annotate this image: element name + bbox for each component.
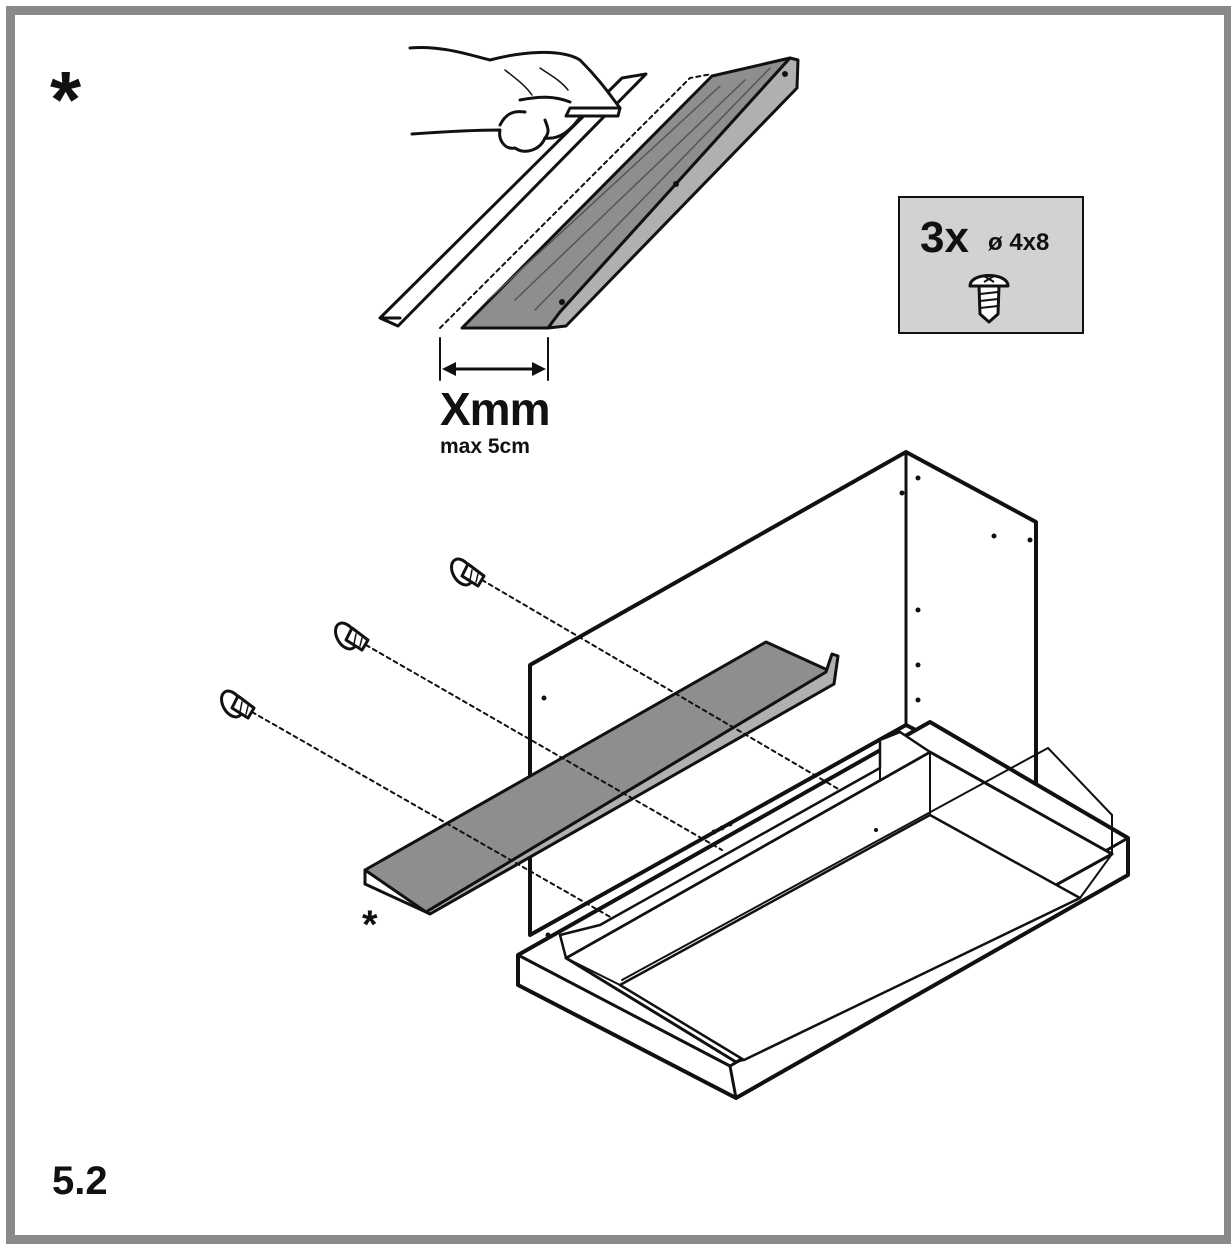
bracket-marker: * [362, 903, 378, 947]
screw-2 [334, 621, 370, 652]
dimension-limit: max 5cm [440, 435, 530, 458]
screw-size: ø 4x8 [988, 229, 1050, 256]
screw-1 [450, 557, 486, 588]
cut-line [439, 73, 713, 329]
step-number: 5.2 [52, 1159, 108, 1203]
screw-3 [220, 689, 256, 720]
cut-detail-marker: * [50, 55, 82, 144]
screw-quantity: 3x [920, 213, 969, 262]
dimension-label: Xmm [440, 383, 550, 435]
screw-paths [251, 579, 841, 919]
bracket-top-flange [546, 56, 800, 330]
hand-with-knife [408, 45, 622, 153]
screw-kit-box: 3x ø 4x8 [898, 196, 1084, 334]
screw-icon [968, 274, 1010, 324]
cut-strip [378, 72, 648, 328]
